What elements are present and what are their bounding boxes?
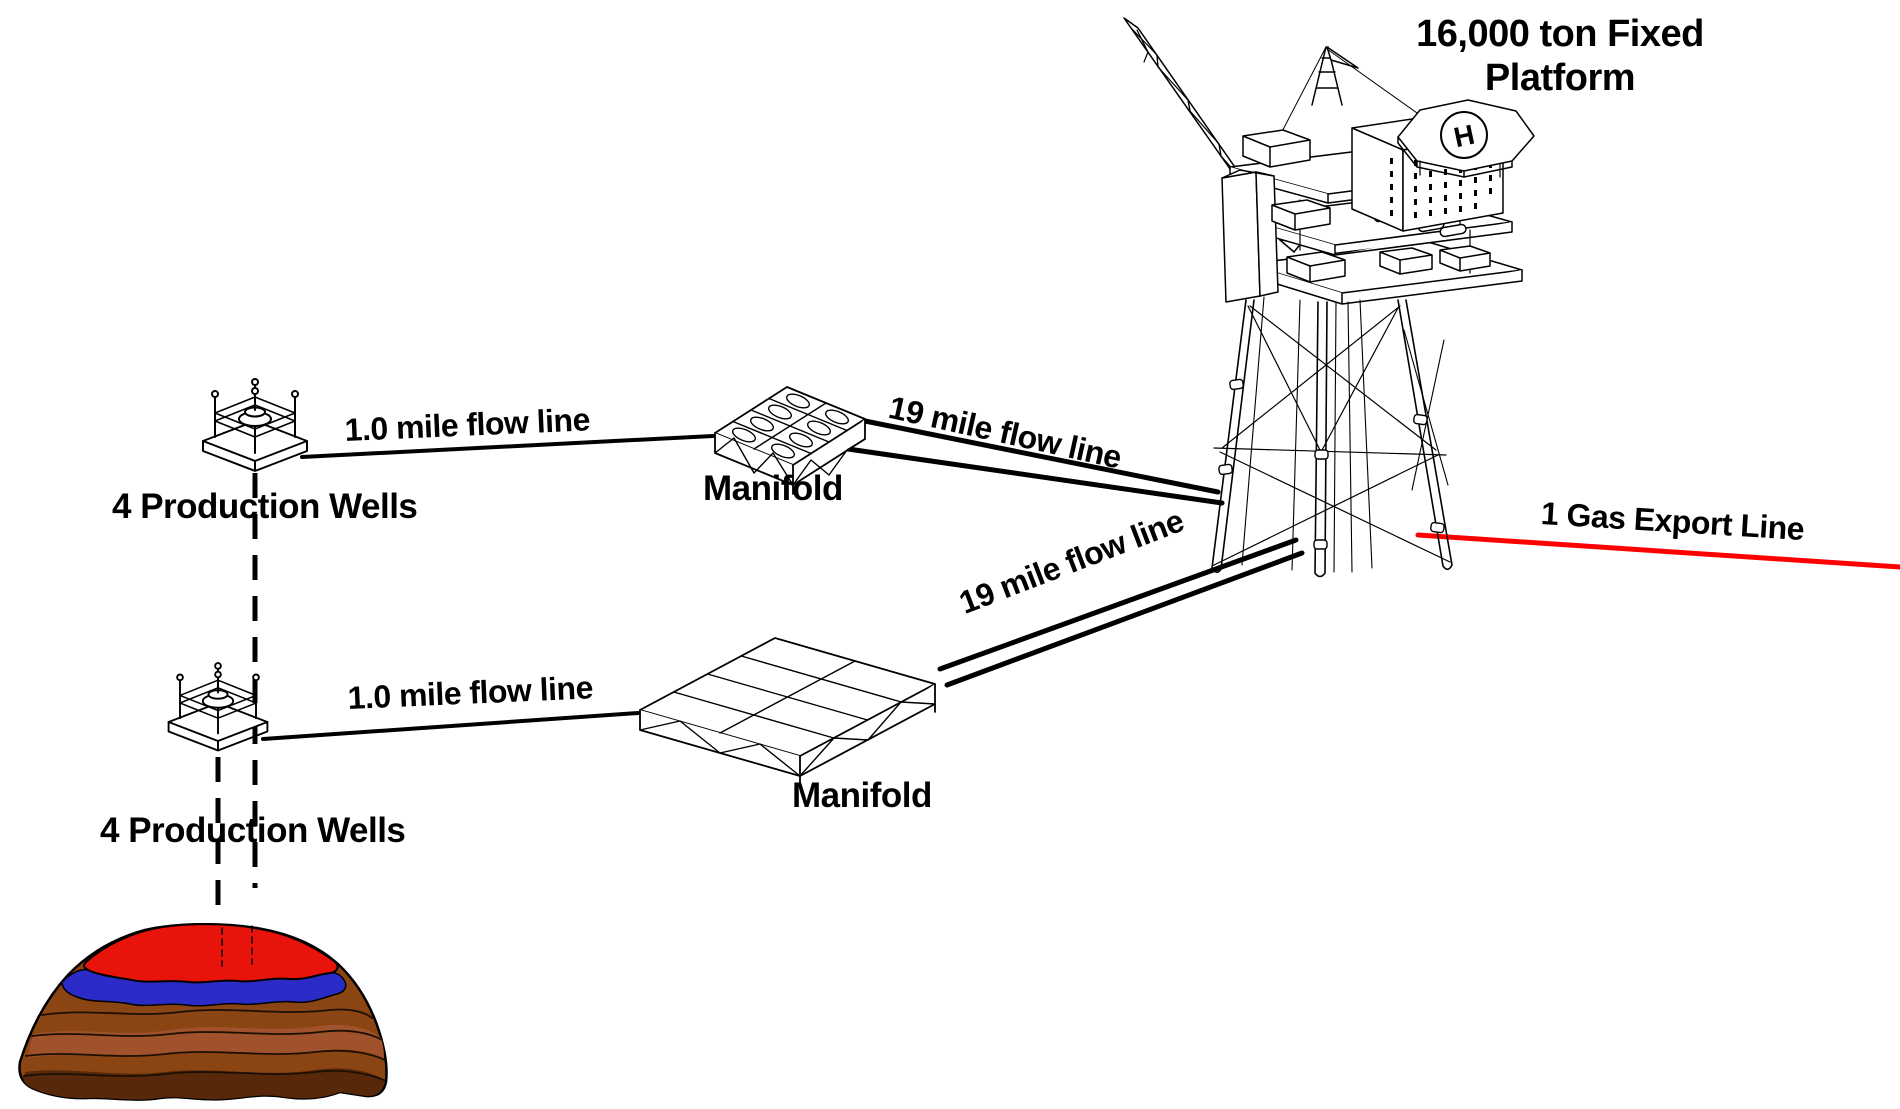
platform-title-line2: Platform — [1484, 57, 1636, 100]
flowline-short-lower — [261, 711, 640, 741]
platform-title: 16,000 ton Fixed Platform — [1380, 12, 1740, 100]
equipment-boxes — [1242, 129, 1491, 283]
wellhead-lower-icon — [167, 662, 269, 752]
flowline-long-upper-pair — [845, 418, 1225, 506]
jacket-structure — [1211, 296, 1453, 578]
wellhead-upper-icon — [202, 378, 308, 472]
helipad-icon: H — [1397, 99, 1535, 178]
manifold-lower-icon — [639, 637, 936, 787]
manifold-upper-icon — [714, 386, 866, 495]
label-manifold-lower: Manifold — [792, 776, 932, 815]
platform-illustration: H — [1123, 17, 1535, 578]
flowline-long-lower-pair — [937, 537, 1305, 688]
platform-title-line1: 16,000 ton Fixed — [1416, 13, 1704, 55]
gas-export-line — [1415, 532, 1900, 570]
label-production-wells-upper: 4 Production Wells — [112, 487, 418, 526]
flowline-short-upper — [300, 434, 715, 459]
label-manifold-upper: Manifold — [703, 469, 843, 508]
manifold-well-slots — [731, 393, 850, 459]
reservoir-illustration — [18, 922, 388, 1101]
label-production-wells-lower: 4 Production Wells — [100, 811, 406, 850]
well-bore-in-reservoir — [221, 925, 253, 967]
reservoir-striations — [23, 1008, 386, 1081]
reservoir-oil-cap — [82, 923, 339, 984]
derrick-column — [1221, 169, 1279, 303]
